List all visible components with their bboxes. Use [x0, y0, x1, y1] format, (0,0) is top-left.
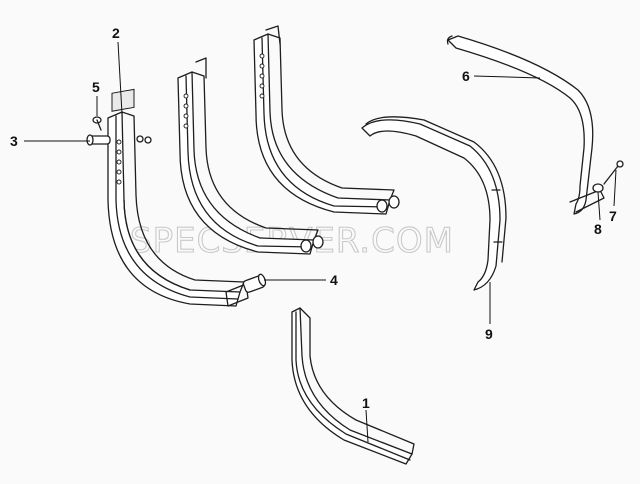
bracket-middle — [177, 57, 324, 255]
callout-2: 2 — [112, 25, 120, 41]
bolt-part-5 — [92, 116, 102, 131]
leader-8 — [597, 191, 601, 221]
callout-4: 4 — [330, 272, 338, 288]
strap-part-6 — [446, 35, 605, 215]
callout-3: 3 — [10, 133, 18, 149]
leader-1 — [365, 409, 369, 443]
bracket-part-2 — [107, 88, 249, 307]
bolt-part-3 — [86, 134, 152, 146]
callout-8: 8 — [594, 221, 602, 237]
leader-2 — [117, 41, 123, 115]
callout-5: 5 — [92, 79, 100, 95]
clamp-nut-part-8 — [592, 183, 604, 193]
bracket-rear — [253, 25, 400, 215]
leader-lines — [24, 41, 617, 443]
callout-6: 6 — [462, 68, 470, 84]
callout-1: 1 — [362, 395, 370, 411]
callout-9: 9 — [485, 326, 493, 342]
bracket-part-1 — [291, 307, 415, 465]
leader-6 — [473, 75, 541, 79]
bolt-part-7 — [603, 160, 624, 185]
rubber-strip-part-9 — [361, 116, 507, 291]
spacer-part-4 — [242, 273, 267, 293]
callout-7: 7 — [609, 208, 617, 224]
leader-7 — [613, 169, 617, 207]
